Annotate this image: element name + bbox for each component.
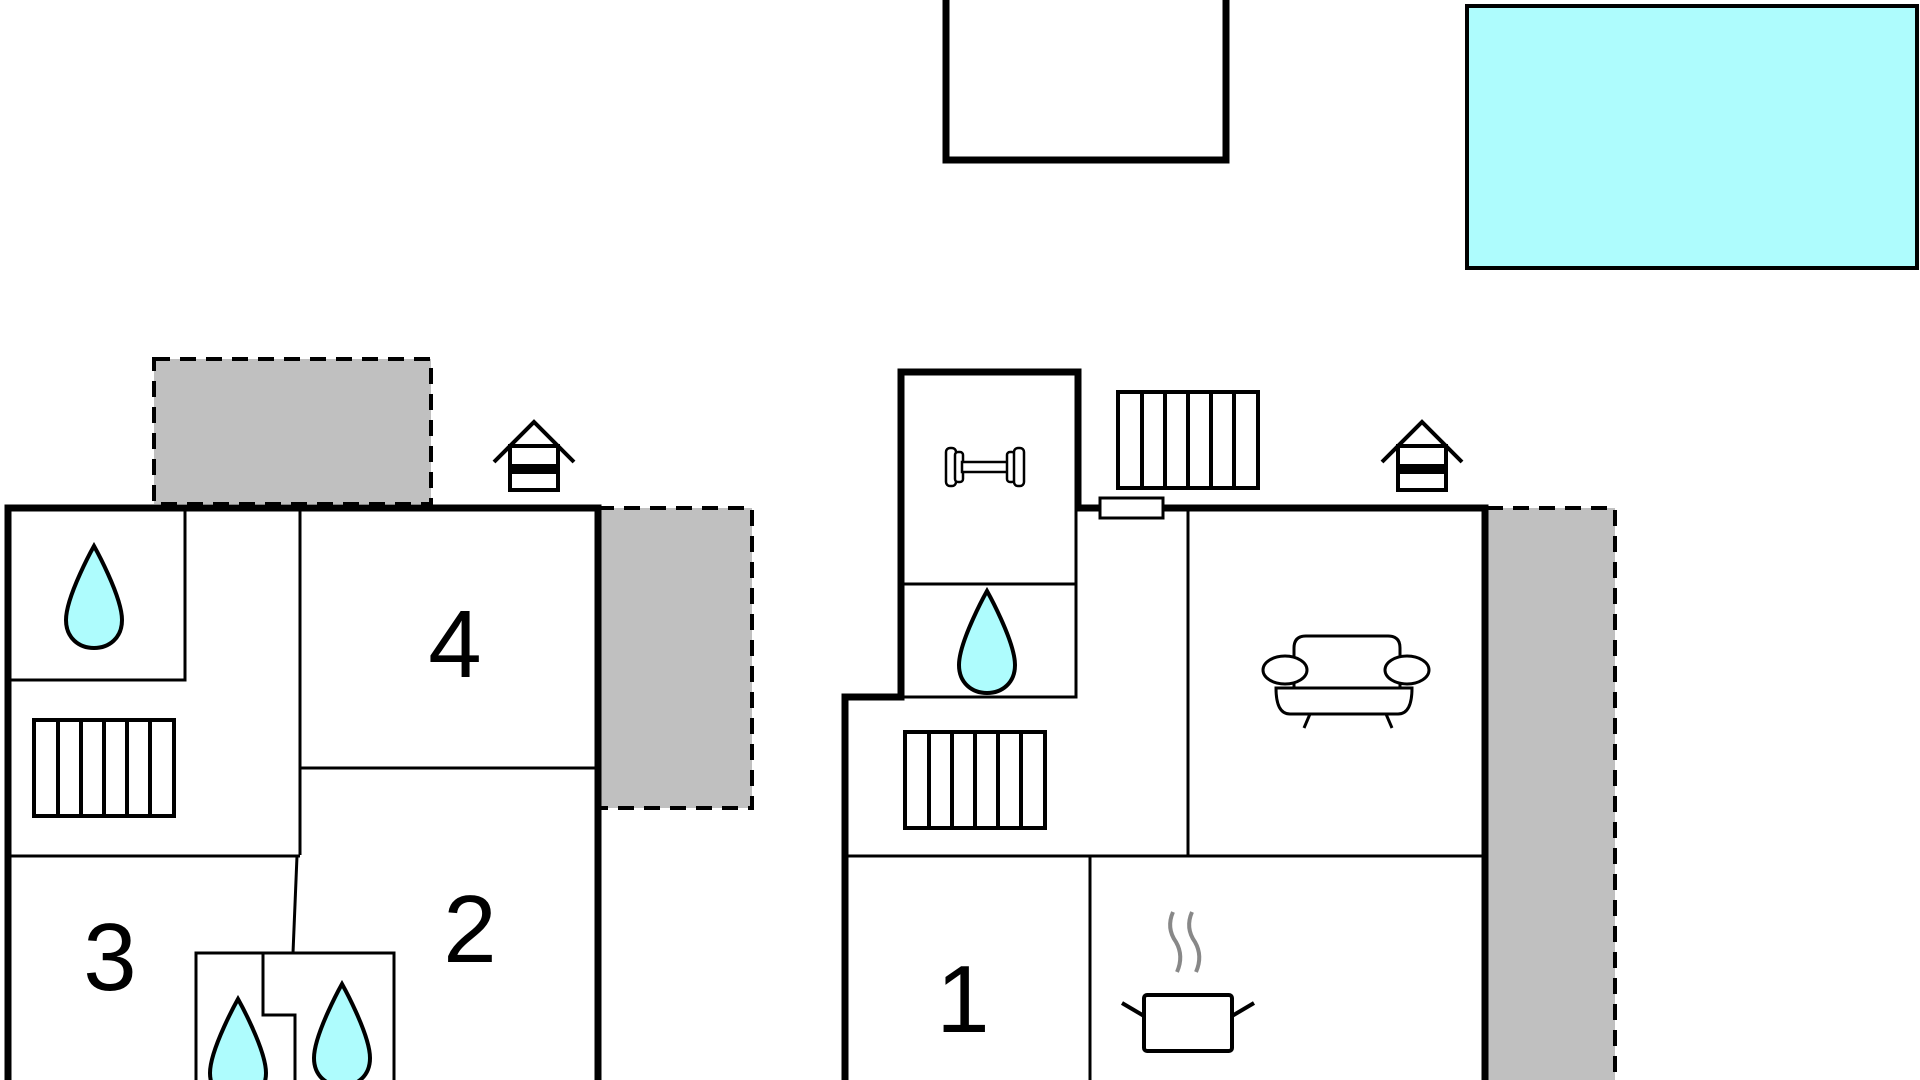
water-drop-icon bbox=[64, 544, 124, 650]
radiator-icon bbox=[32, 718, 176, 818]
outbuilding bbox=[942, 0, 1230, 164]
terrace-left-side bbox=[596, 506, 754, 810]
water-drop-icon bbox=[312, 982, 372, 1080]
radiator-icon bbox=[1116, 390, 1260, 490]
right-building bbox=[841, 368, 1489, 1080]
room-number-1: 1 bbox=[936, 946, 989, 1053]
terrace-right-side bbox=[1487, 508, 1615, 1080]
dumbbell-icon bbox=[944, 446, 1026, 488]
terrace-left-top bbox=[152, 357, 433, 506]
terrace-right-border bbox=[1487, 506, 1617, 1080]
room-number-4: 4 bbox=[428, 591, 481, 698]
room-number-3: 3 bbox=[83, 904, 136, 1011]
sofa-icon bbox=[1261, 634, 1431, 729]
window bbox=[1098, 496, 1165, 520]
doghouse-icon bbox=[492, 420, 576, 492]
cooking-pot-icon bbox=[1120, 911, 1256, 1053]
swimming-pool bbox=[1465, 4, 1919, 270]
doghouse-icon bbox=[1380, 420, 1464, 492]
water-drop-icon bbox=[208, 997, 268, 1080]
room-number-2: 2 bbox=[443, 876, 496, 983]
water-drop-icon bbox=[957, 589, 1017, 695]
left-building bbox=[4, 504, 602, 1080]
radiator-icon bbox=[903, 730, 1047, 830]
